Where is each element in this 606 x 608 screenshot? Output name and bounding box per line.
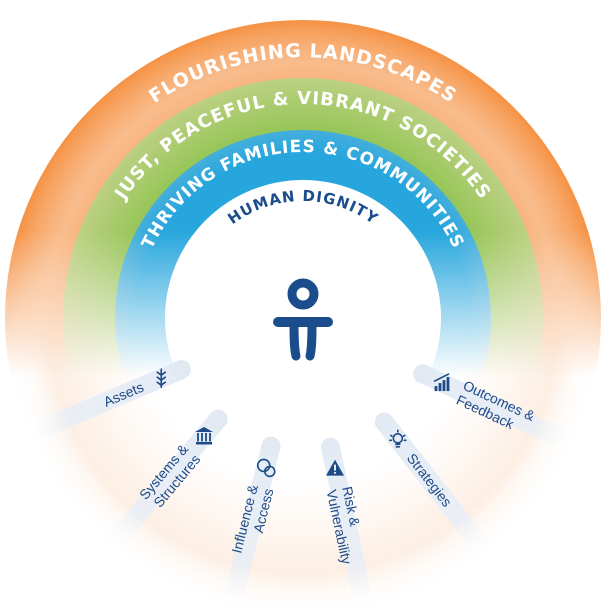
spoke-cap <box>171 360 191 380</box>
institution-icon <box>195 426 214 445</box>
spoke-band <box>221 443 281 608</box>
spoke-band <box>418 365 579 454</box>
lightbulb-icon <box>389 429 407 448</box>
spoke-band <box>102 413 226 554</box>
spoke-cap <box>320 437 340 457</box>
bar-chart-icon <box>433 373 450 392</box>
spoke-band <box>376 416 496 561</box>
warning-icon <box>326 459 345 476</box>
spoke-cap <box>374 412 394 432</box>
spoke-band <box>321 445 375 608</box>
wheat-icon <box>156 368 167 388</box>
spoke-cap <box>413 364 433 384</box>
spoke-cap <box>208 409 228 429</box>
speech-bubbles-icon <box>256 458 276 478</box>
spoke-cap <box>261 436 281 456</box>
spoke-band <box>23 360 186 444</box>
person-icon <box>273 278 333 361</box>
